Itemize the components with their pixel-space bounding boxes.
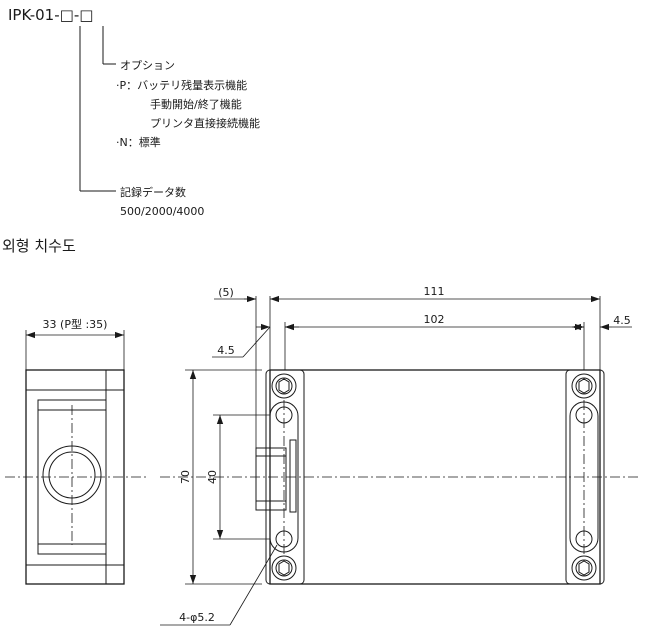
left-rib: [289, 439, 297, 513]
dim-edge-left: 4.5: [217, 344, 235, 357]
capacity-values: 500/2000/4000: [120, 205, 204, 218]
option-n-label: ·N：標準: [116, 135, 161, 149]
capacity-heading: 記録データ数: [120, 185, 186, 199]
dim-offset-5: (5): [218, 286, 234, 299]
options-heading: オプション: [120, 59, 175, 72]
front-view: (5) 111 102 4.5 4.5 70 40: [160, 285, 640, 626]
hole-callout-label: 4-φ5.2: [179, 611, 215, 624]
option-p-line3: プリンタ直接接続機能: [150, 116, 260, 130]
connector-nut: [255, 447, 287, 511]
drawing-title: 외형 치수도: [2, 237, 76, 255]
option-p-label: ·P：バッテリ残量表示機能: [116, 78, 247, 92]
side-width-label: 33 (P型 :35): [43, 317, 108, 331]
option-p-line2: 手動開始/終了機能: [150, 97, 242, 111]
screw-bottom-left: [271, 555, 297, 581]
screw-top-left: [271, 373, 297, 399]
dim-edge-right: 4.5: [613, 314, 631, 327]
screw-bottom-right: [571, 555, 597, 581]
screw-top-right: [571, 373, 597, 399]
model-code: IPK-01-□-□: [8, 6, 93, 24]
dim-label-111: 111: [424, 285, 445, 298]
dim-label-102: 102: [424, 313, 445, 326]
dim-label-40: 40: [206, 470, 219, 484]
side-view: 33 (P型 :35): [5, 317, 147, 585]
